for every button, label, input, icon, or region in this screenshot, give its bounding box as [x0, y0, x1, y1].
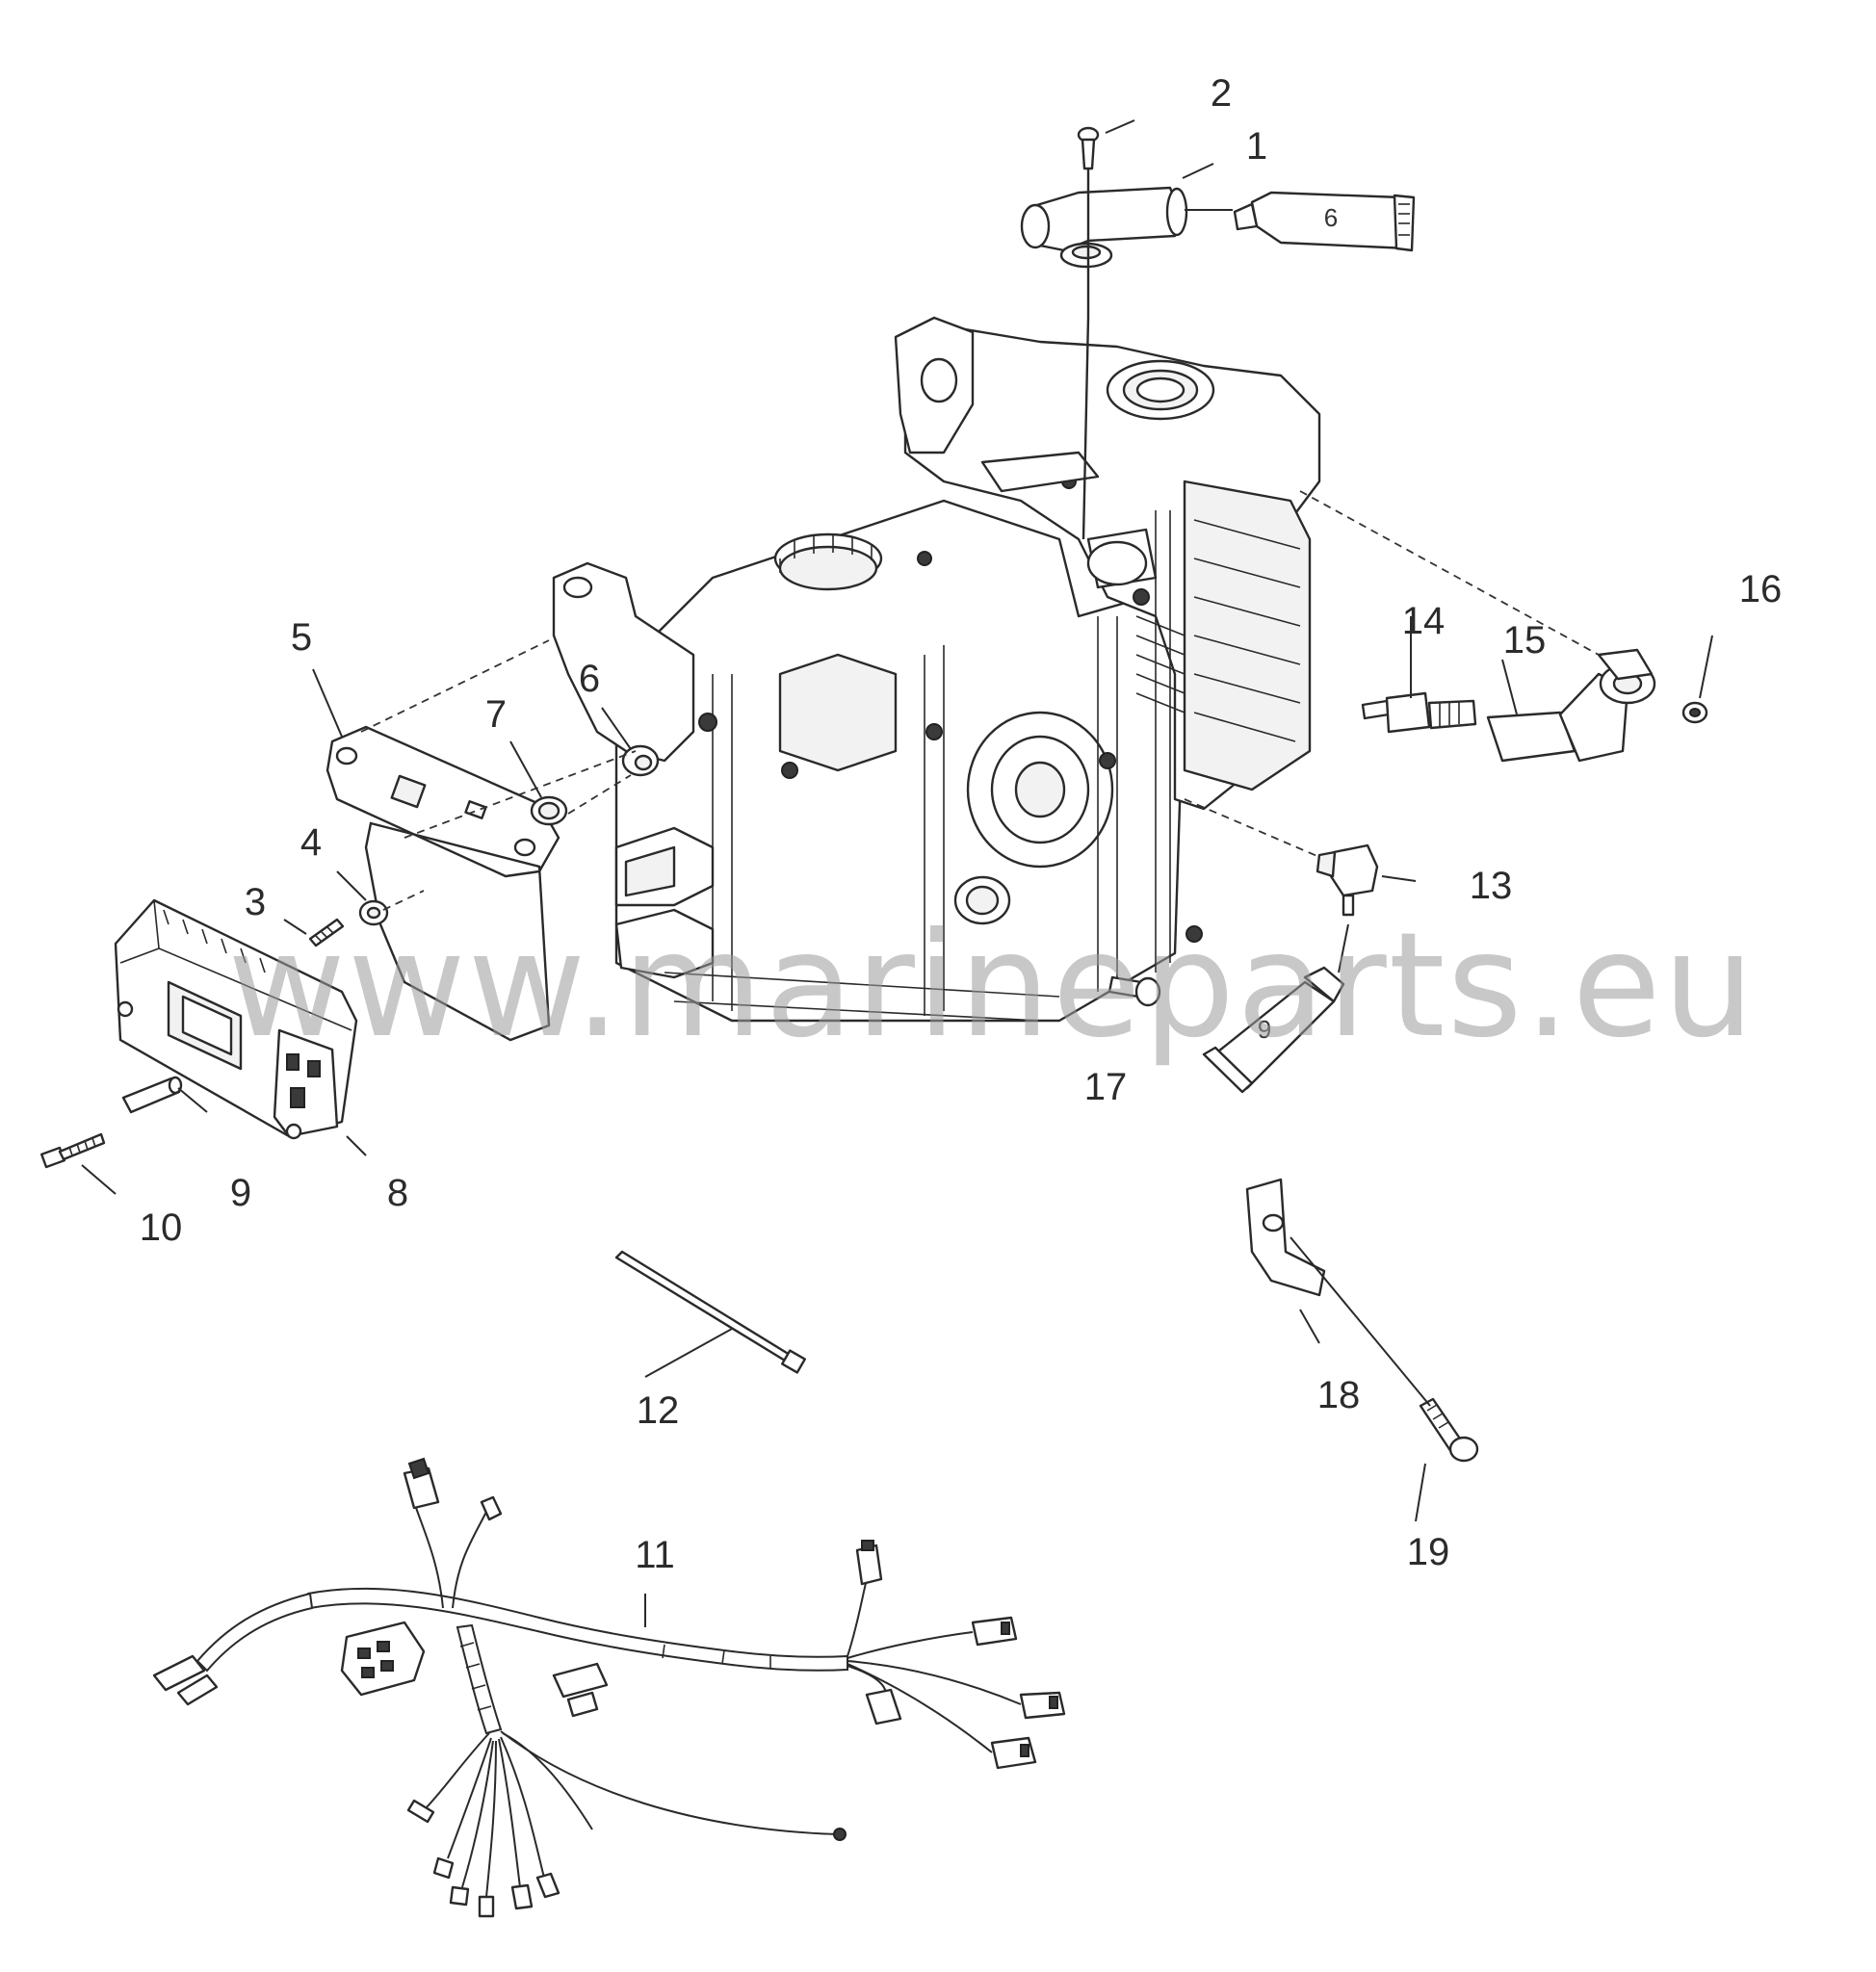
- alignment-lines: [360, 490, 1600, 911]
- part-2-screw: [1077, 126, 1100, 540]
- gasket-frame: [364, 821, 551, 1042]
- part-12-cable-tie: [614, 1250, 806, 1374]
- callout-1: 1: [1246, 125, 1267, 168]
- part-9-sleeve: [121, 1076, 183, 1114]
- part-18-bracket: [1245, 1178, 1326, 1297]
- tube-bottom-label: 9: [1258, 1015, 1271, 1044]
- part-10-bolt: [40, 1132, 106, 1169]
- part-19-bolt: [1419, 1397, 1479, 1463]
- callout-12: 12: [637, 1389, 680, 1432]
- part-14-spark-plug: [1361, 691, 1477, 734]
- callout-2: 2: [1211, 72, 1232, 115]
- callout-10: 10: [140, 1207, 183, 1249]
- part-7-grommet: [530, 795, 568, 826]
- callout-5: 5: [291, 616, 312, 659]
- part-5-mounting-plate: [326, 725, 560, 878]
- callout-11: 11: [635, 1534, 675, 1576]
- part-11-wiring-harness: [152, 1457, 1066, 1918]
- callout-16: 16: [1739, 568, 1783, 610]
- part-13-sensor: [1316, 843, 1379, 917]
- callout-8: 8: [387, 1172, 408, 1214]
- callout-6: 6: [579, 658, 600, 700]
- callout-14: 14: [1402, 600, 1446, 642]
- part-9-sealant-tube: 9: [1202, 966, 1345, 1094]
- callout-17: 17: [1084, 1066, 1128, 1108]
- part-8-control-module: [114, 898, 358, 1140]
- leader-lines: [81, 119, 1713, 1627]
- part-3-screw: [308, 918, 345, 947]
- part-16-nut: [1681, 701, 1708, 724]
- watermark-text: www.marineparts.eu: [227, 902, 1757, 1070]
- callout-7: 7: [485, 693, 507, 736]
- callout-labels: 2 1 3 4 5 6 7 8 9 10 11 12 13 14 15 16 1…: [140, 72, 1783, 1576]
- engine-block: [552, 316, 1321, 1023]
- part-17-bolt: [1107, 975, 1161, 1007]
- part-6-sealant-tube: 6: [1233, 191, 1416, 252]
- callout-18: 18: [1317, 1374, 1361, 1416]
- callout-15: 15: [1503, 619, 1547, 662]
- callout-3: 3: [245, 881, 266, 923]
- callout-19: 19: [1407, 1531, 1450, 1573]
- callout-9: 9: [230, 1172, 251, 1214]
- part-15-plug-cap: [1486, 648, 1656, 763]
- callout-4: 4: [300, 821, 322, 864]
- part-6-bushing: [621, 744, 660, 777]
- callout-13: 13: [1470, 865, 1513, 907]
- tube-top-label: 6: [1324, 203, 1338, 232]
- part-4-washer: [358, 899, 389, 926]
- part-1-elbow-fitting: [1020, 186, 1188, 269]
